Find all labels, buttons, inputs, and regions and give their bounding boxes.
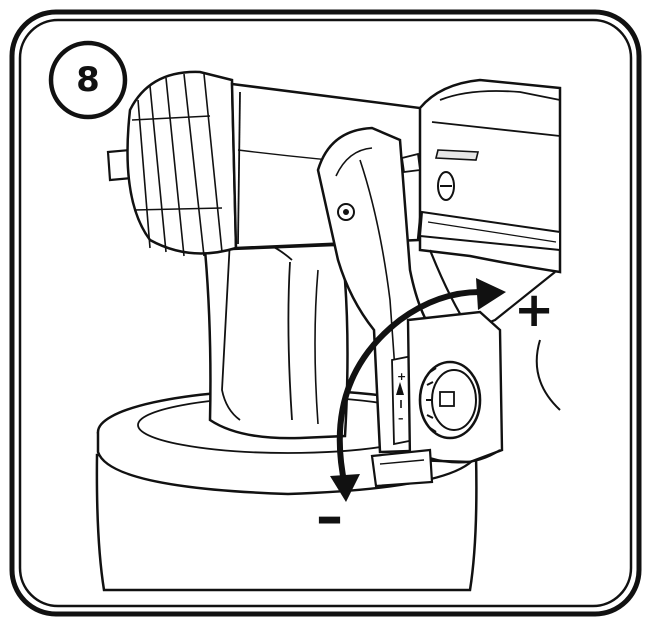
curved-double-arrow-icon (330, 278, 506, 502)
increase-symbol: + (514, 282, 555, 338)
decrease-symbol: – (316, 485, 343, 548)
gun-body (418, 78, 562, 411)
frame-outer (9, 9, 642, 617)
nozzle-ring (106, 70, 238, 257)
scale-increase-label: + (397, 370, 407, 383)
scale-decrease-label: – (398, 412, 404, 425)
frame-inner (18, 18, 633, 608)
step-number: 8 (76, 60, 100, 100)
adjustment-knob-icon (370, 310, 504, 488)
gun-neck (203, 239, 349, 440)
step-number-circle (48, 40, 128, 120)
